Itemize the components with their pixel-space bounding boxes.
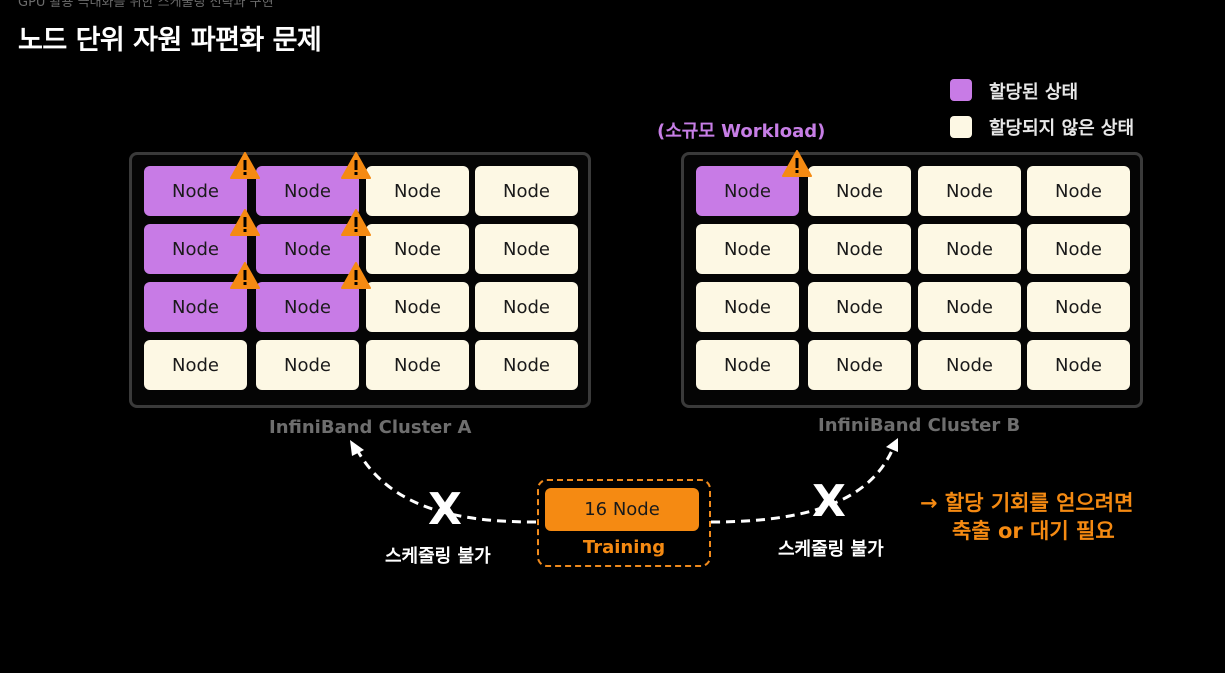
cluster-a-node: Node — [256, 224, 359, 274]
training-node-block: 16 Node — [545, 488, 699, 531]
cluster-b-label: InfiniBand Cluster B — [818, 415, 1021, 436]
warning-triangle-icon — [341, 152, 371, 179]
cluster-a-node: Node — [475, 224, 578, 274]
schedule-fail-label-left: 스케줄링 불가 — [385, 546, 491, 567]
cluster-a-node: Node — [144, 282, 247, 332]
legend-allocated-label: 할당된 상태 — [989, 82, 1079, 103]
cluster-b-node: Node — [808, 340, 911, 390]
eviction-note-line2: 축출 or 대기 필요 — [952, 519, 1115, 543]
cluster-a-node: Node — [256, 340, 359, 390]
cluster-b-node: Node — [696, 282, 799, 332]
cluster-a-node: Node — [256, 282, 359, 332]
clipped-header-text: GPU 활용 극대화를 위한 스케줄링 전략과 구현 — [18, 0, 274, 10]
warning-triangle-icon — [230, 209, 260, 236]
cluster-b-node: Node — [696, 340, 799, 390]
eviction-note-line1: → 할당 기회를 얻으려면 — [920, 491, 1134, 515]
warning-triangle-icon — [230, 262, 260, 289]
cluster-b-node: Node — [918, 224, 1021, 274]
cluster-a-node: Node — [366, 224, 469, 274]
x-mark-left: X — [428, 484, 462, 535]
legend-unallocated-swatch — [950, 116, 972, 138]
small-workload-label: (소규모 Workload) — [657, 121, 826, 142]
schedule-fail-label-right: 스케줄링 불가 — [778, 539, 884, 560]
cluster-b-node: Node — [918, 166, 1021, 216]
page-title: 노드 단위 자원 파편화 문제 — [18, 25, 322, 56]
cluster-b-frame: Node Node Node Node Node Node Node Node … — [681, 152, 1143, 408]
legend-unallocated-label: 할당되지 않은 상태 — [989, 118, 1135, 139]
cluster-a-node: Node — [475, 282, 578, 332]
cluster-b-node: Node — [696, 224, 799, 274]
cluster-a-node: Node — [144, 224, 247, 274]
cluster-a-node: Node — [144, 340, 247, 390]
arrowhead-a — [350, 440, 364, 456]
cluster-a-node: Node — [256, 166, 359, 216]
cluster-b-node: Node — [808, 224, 911, 274]
warning-triangle-icon — [782, 150, 812, 177]
warning-triangle-icon — [341, 262, 371, 289]
cluster-a-node: Node — [366, 340, 469, 390]
cluster-b-node: Node — [1027, 166, 1130, 216]
cluster-a-node: Node — [144, 166, 247, 216]
cluster-a-label: InfiniBand Cluster A — [269, 417, 472, 438]
cluster-b-node: Node — [1027, 282, 1130, 332]
x-mark-right: X — [812, 476, 846, 527]
cluster-a-node: Node — [475, 340, 578, 390]
cluster-b-node: Node — [1027, 340, 1130, 390]
legend-allocated-swatch — [950, 79, 972, 101]
arrow-to-cluster-b — [710, 445, 896, 524]
cluster-b-node: Node — [808, 166, 911, 216]
warning-triangle-icon — [230, 152, 260, 179]
cluster-a-node: Node — [475, 166, 578, 216]
cluster-b-node: Node — [808, 282, 911, 332]
training-label: Training — [582, 537, 666, 558]
cluster-a-node: Node — [366, 166, 469, 216]
arrow-to-cluster-a — [354, 447, 537, 524]
cluster-a-node: Node — [366, 282, 469, 332]
cluster-b-node: Node — [1027, 224, 1130, 274]
cluster-b-node: Node — [696, 166, 799, 216]
eviction-note: → 할당 기회를 얻으려면 축출 or 대기 필요 — [920, 489, 1133, 545]
training-group — [537, 479, 711, 567]
arrowhead-b — [886, 438, 898, 452]
warning-triangle-icon — [341, 209, 371, 236]
cluster-b-node: Node — [918, 340, 1021, 390]
cluster-b-node: Node — [918, 282, 1021, 332]
